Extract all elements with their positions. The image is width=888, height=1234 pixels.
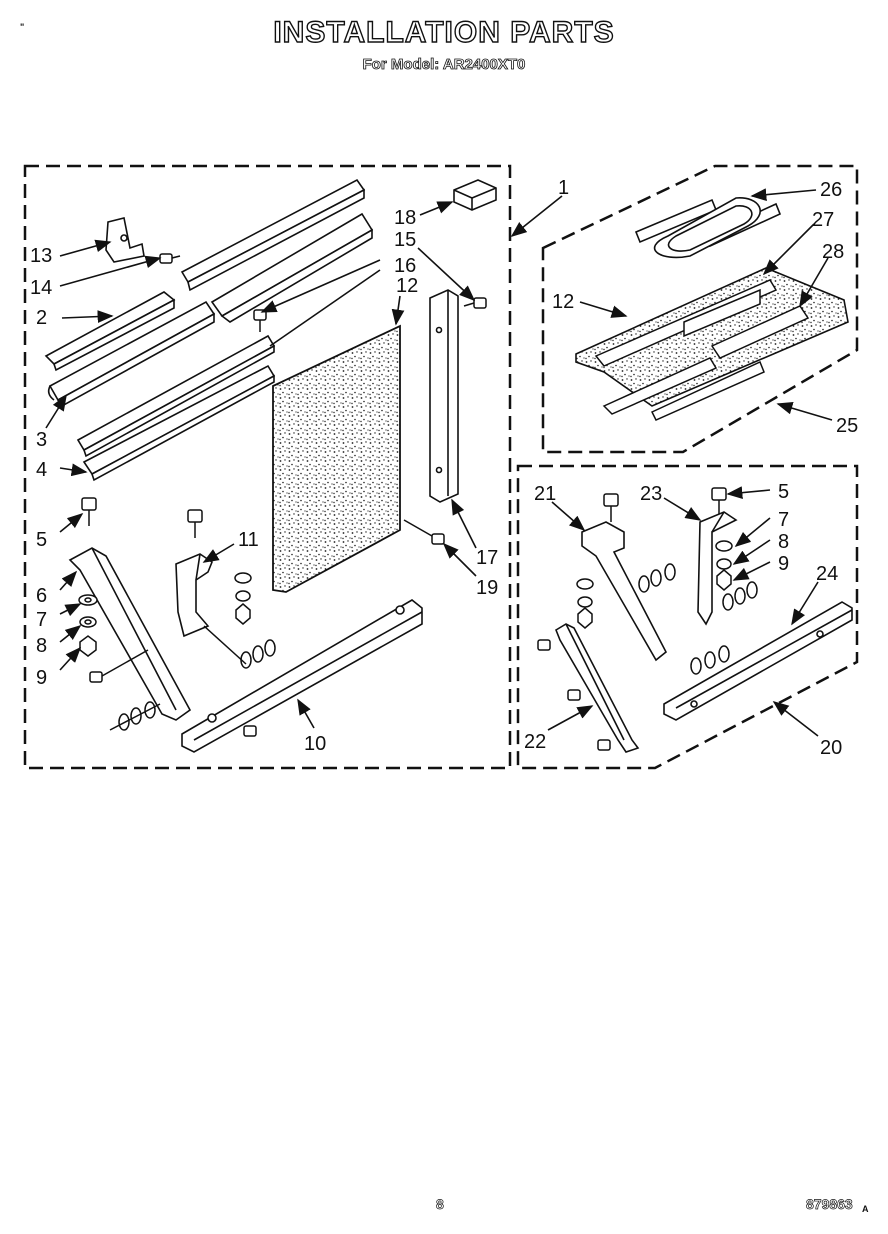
callout-13: 13 bbox=[30, 245, 52, 267]
screw-15-right bbox=[463, 297, 487, 309]
callout-18: 18 bbox=[394, 207, 416, 229]
document-suffix: A bbox=[862, 1204, 869, 1214]
rail-2 bbox=[44, 291, 176, 372]
callout-6: 6 bbox=[36, 585, 47, 607]
channel-kit-lower bbox=[602, 357, 765, 421]
crossbar-24 bbox=[663, 601, 853, 721]
support-arm-22 bbox=[555, 623, 640, 753]
hardware-stack-left bbox=[109, 701, 161, 731]
bolt-left-lower bbox=[89, 649, 149, 683]
support-arm-6 bbox=[68, 547, 192, 721]
callout-24: 24 bbox=[816, 563, 838, 585]
rail-16 bbox=[76, 334, 276, 458]
callout-15: 15 bbox=[394, 229, 416, 251]
callout-22: 22 bbox=[524, 731, 546, 753]
callout-20: 20 bbox=[820, 737, 842, 759]
bolt-5-left bbox=[81, 497, 97, 526]
block-18 bbox=[453, 179, 497, 211]
callout-27: 27 bbox=[812, 209, 834, 231]
frame-left bbox=[23, 164, 512, 770]
callout-11: 11 bbox=[238, 529, 259, 551]
callout-3: 3 bbox=[36, 429, 47, 451]
channel-kit-upper bbox=[594, 279, 778, 367]
channel-kit-28 bbox=[710, 305, 810, 359]
model-subtitle: For Model: AR2400XT0 bbox=[362, 56, 526, 74]
hardware-stack-right-upper bbox=[576, 563, 676, 629]
callout-19: 19 bbox=[476, 577, 498, 599]
callout-1: 1 bbox=[558, 177, 569, 199]
page-title: INSTALLATION PARTS bbox=[273, 15, 615, 49]
frame-bottom-right bbox=[516, 464, 859, 770]
hardware-stack-right-23 bbox=[715, 540, 758, 611]
side-rail-17 bbox=[429, 289, 459, 503]
seal-strip-26 bbox=[634, 197, 782, 259]
bolt-5-right-a bbox=[603, 493, 619, 522]
callout-8-right: 8 bbox=[778, 531, 789, 553]
callout-8-left: 8 bbox=[36, 635, 47, 657]
callout-4: 4 bbox=[36, 459, 47, 481]
bracket-23 bbox=[697, 511, 738, 626]
bolt-right-side bbox=[537, 639, 611, 751]
callout-12-left: 12 bbox=[396, 275, 418, 297]
rail-top-lower bbox=[210, 212, 374, 323]
screw-19 bbox=[403, 519, 445, 545]
callout-26: 26 bbox=[820, 179, 842, 201]
callout-23: 23 bbox=[640, 483, 662, 505]
callout-16: 16 bbox=[394, 255, 416, 277]
callout-5-right: 5 bbox=[778, 481, 789, 503]
foam-mat-12-kit bbox=[575, 267, 849, 407]
rail-4 bbox=[82, 364, 276, 482]
callout-labels: 1 2 3 4 5 5 6 7 7 8 8 9 9 10 11 12 12 13… bbox=[30, 177, 858, 759]
bracket-13 bbox=[105, 217, 145, 263]
washer-8-left bbox=[79, 616, 97, 628]
callout-2: 2 bbox=[36, 307, 47, 329]
callout-7-right: 7 bbox=[778, 509, 789, 531]
crossbar-10 bbox=[181, 599, 423, 753]
washer-7-left bbox=[78, 594, 98, 606]
leader-lines bbox=[45, 188, 833, 737]
nut-9-left bbox=[79, 635, 97, 657]
bolt-5-middle bbox=[187, 509, 203, 538]
rail-top-upper bbox=[180, 178, 366, 292]
support-arm-21 bbox=[581, 521, 668, 662]
callout-28: 28 bbox=[822, 241, 844, 263]
callout-21: 21 bbox=[534, 483, 556, 505]
callout-9-right: 9 bbox=[778, 553, 789, 575]
corner-mark: " bbox=[20, 22, 25, 32]
hardware-stack-right-lower bbox=[690, 645, 730, 675]
screw-14 bbox=[159, 253, 181, 264]
hardware-stack-middle bbox=[203, 572, 276, 669]
callout-7-left: 7 bbox=[36, 609, 47, 631]
callout-9-left: 9 bbox=[36, 667, 47, 689]
document-number: 879863 bbox=[806, 1196, 853, 1213]
callout-17: 17 bbox=[476, 547, 498, 569]
callout-10: 10 bbox=[304, 733, 326, 755]
callout-25: 25 bbox=[836, 415, 858, 437]
bracket-11 bbox=[175, 553, 213, 638]
screw-10-end bbox=[243, 725, 257, 737]
page-number: 8 bbox=[436, 1196, 444, 1213]
frame-top-right bbox=[541, 164, 859, 454]
callout-14: 14 bbox=[30, 277, 52, 299]
screw-15-left bbox=[253, 309, 267, 332]
foam-panel-12 bbox=[272, 324, 401, 593]
callout-12-kit: 12 bbox=[552, 291, 574, 313]
callout-5-left: 5 bbox=[36, 529, 47, 551]
